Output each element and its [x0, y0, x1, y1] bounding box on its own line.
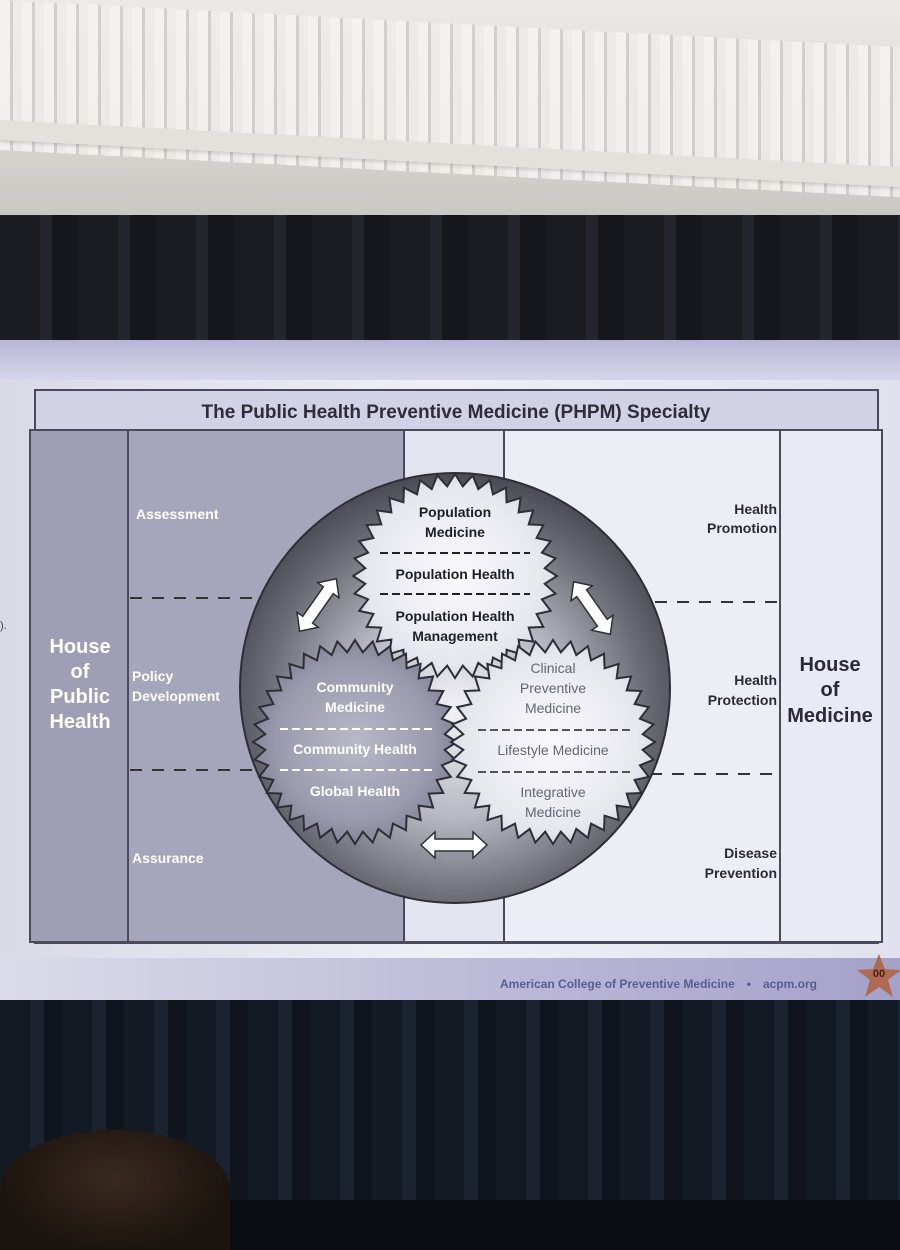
pop-management-line-2: Management: [412, 628, 498, 644]
footer-separator: •: [747, 977, 751, 991]
com-health: Community Health: [293, 741, 417, 757]
protection-line-2: Protection: [708, 692, 777, 708]
house-ph-line-2: of: [71, 661, 90, 683]
house-ph-line-4: Health: [49, 711, 110, 733]
assurance-label: Assurance: [132, 850, 204, 866]
audience-head: [0, 1130, 230, 1250]
prevention-line-2: Prevention: [705, 865, 777, 881]
phpm-diagram: The Public Health Preventive Medicine (P…: [0, 340, 900, 960]
cli-medicine-line-3: Medicine: [525, 700, 581, 716]
cli-integrative-line-2: Medicine: [525, 804, 581, 820]
ceiling: [0, 0, 900, 215]
footer-org: American College of Preventive Medicine: [500, 977, 735, 991]
cli-lifestyle: Lifestyle Medicine: [497, 742, 608, 758]
cli-integrative-line-1: Integrative: [520, 784, 586, 800]
pop-management-line-1: Population Health: [396, 608, 515, 624]
house-ph-line-1: House: [49, 636, 110, 658]
cli-medicine-line-1: Clinical: [530, 660, 575, 676]
com-global: Global Health: [310, 783, 400, 799]
com-medicine-line-2: Medicine: [325, 699, 385, 715]
footer-url: acpm.org: [763, 977, 817, 991]
promotion-line-2: Promotion: [707, 520, 777, 536]
slide-number: 00: [855, 968, 900, 980]
house-med-line-3: Medicine: [787, 705, 873, 727]
pop-medicine-line-2: Medicine: [425, 524, 485, 540]
footer-text: American College of Preventive Medicine •…: [500, 977, 817, 991]
house-ph-line-3: Public: [50, 686, 110, 708]
protection-line-1: Health: [734, 672, 777, 688]
policy-label-line-1: Policy: [132, 668, 173, 684]
pop-health: Population Health: [396, 566, 515, 582]
curtain-top: [0, 215, 900, 340]
diagram-title: The Public Health Preventive Medicine (P…: [202, 402, 711, 423]
cli-medicine-line-2: Preventive: [520, 680, 586, 696]
assessment-label: Assessment: [136, 506, 219, 522]
house-med-line-2: of: [821, 679, 840, 701]
prevention-line-1: Disease: [724, 845, 777, 861]
com-medicine-line-1: Community: [317, 679, 394, 695]
promotion-line-1: Health: [734, 501, 777, 517]
policy-label-line-2: Development: [132, 688, 220, 704]
house-med-line-1: House: [799, 654, 860, 676]
pop-medicine-line-1: Population: [419, 504, 491, 520]
